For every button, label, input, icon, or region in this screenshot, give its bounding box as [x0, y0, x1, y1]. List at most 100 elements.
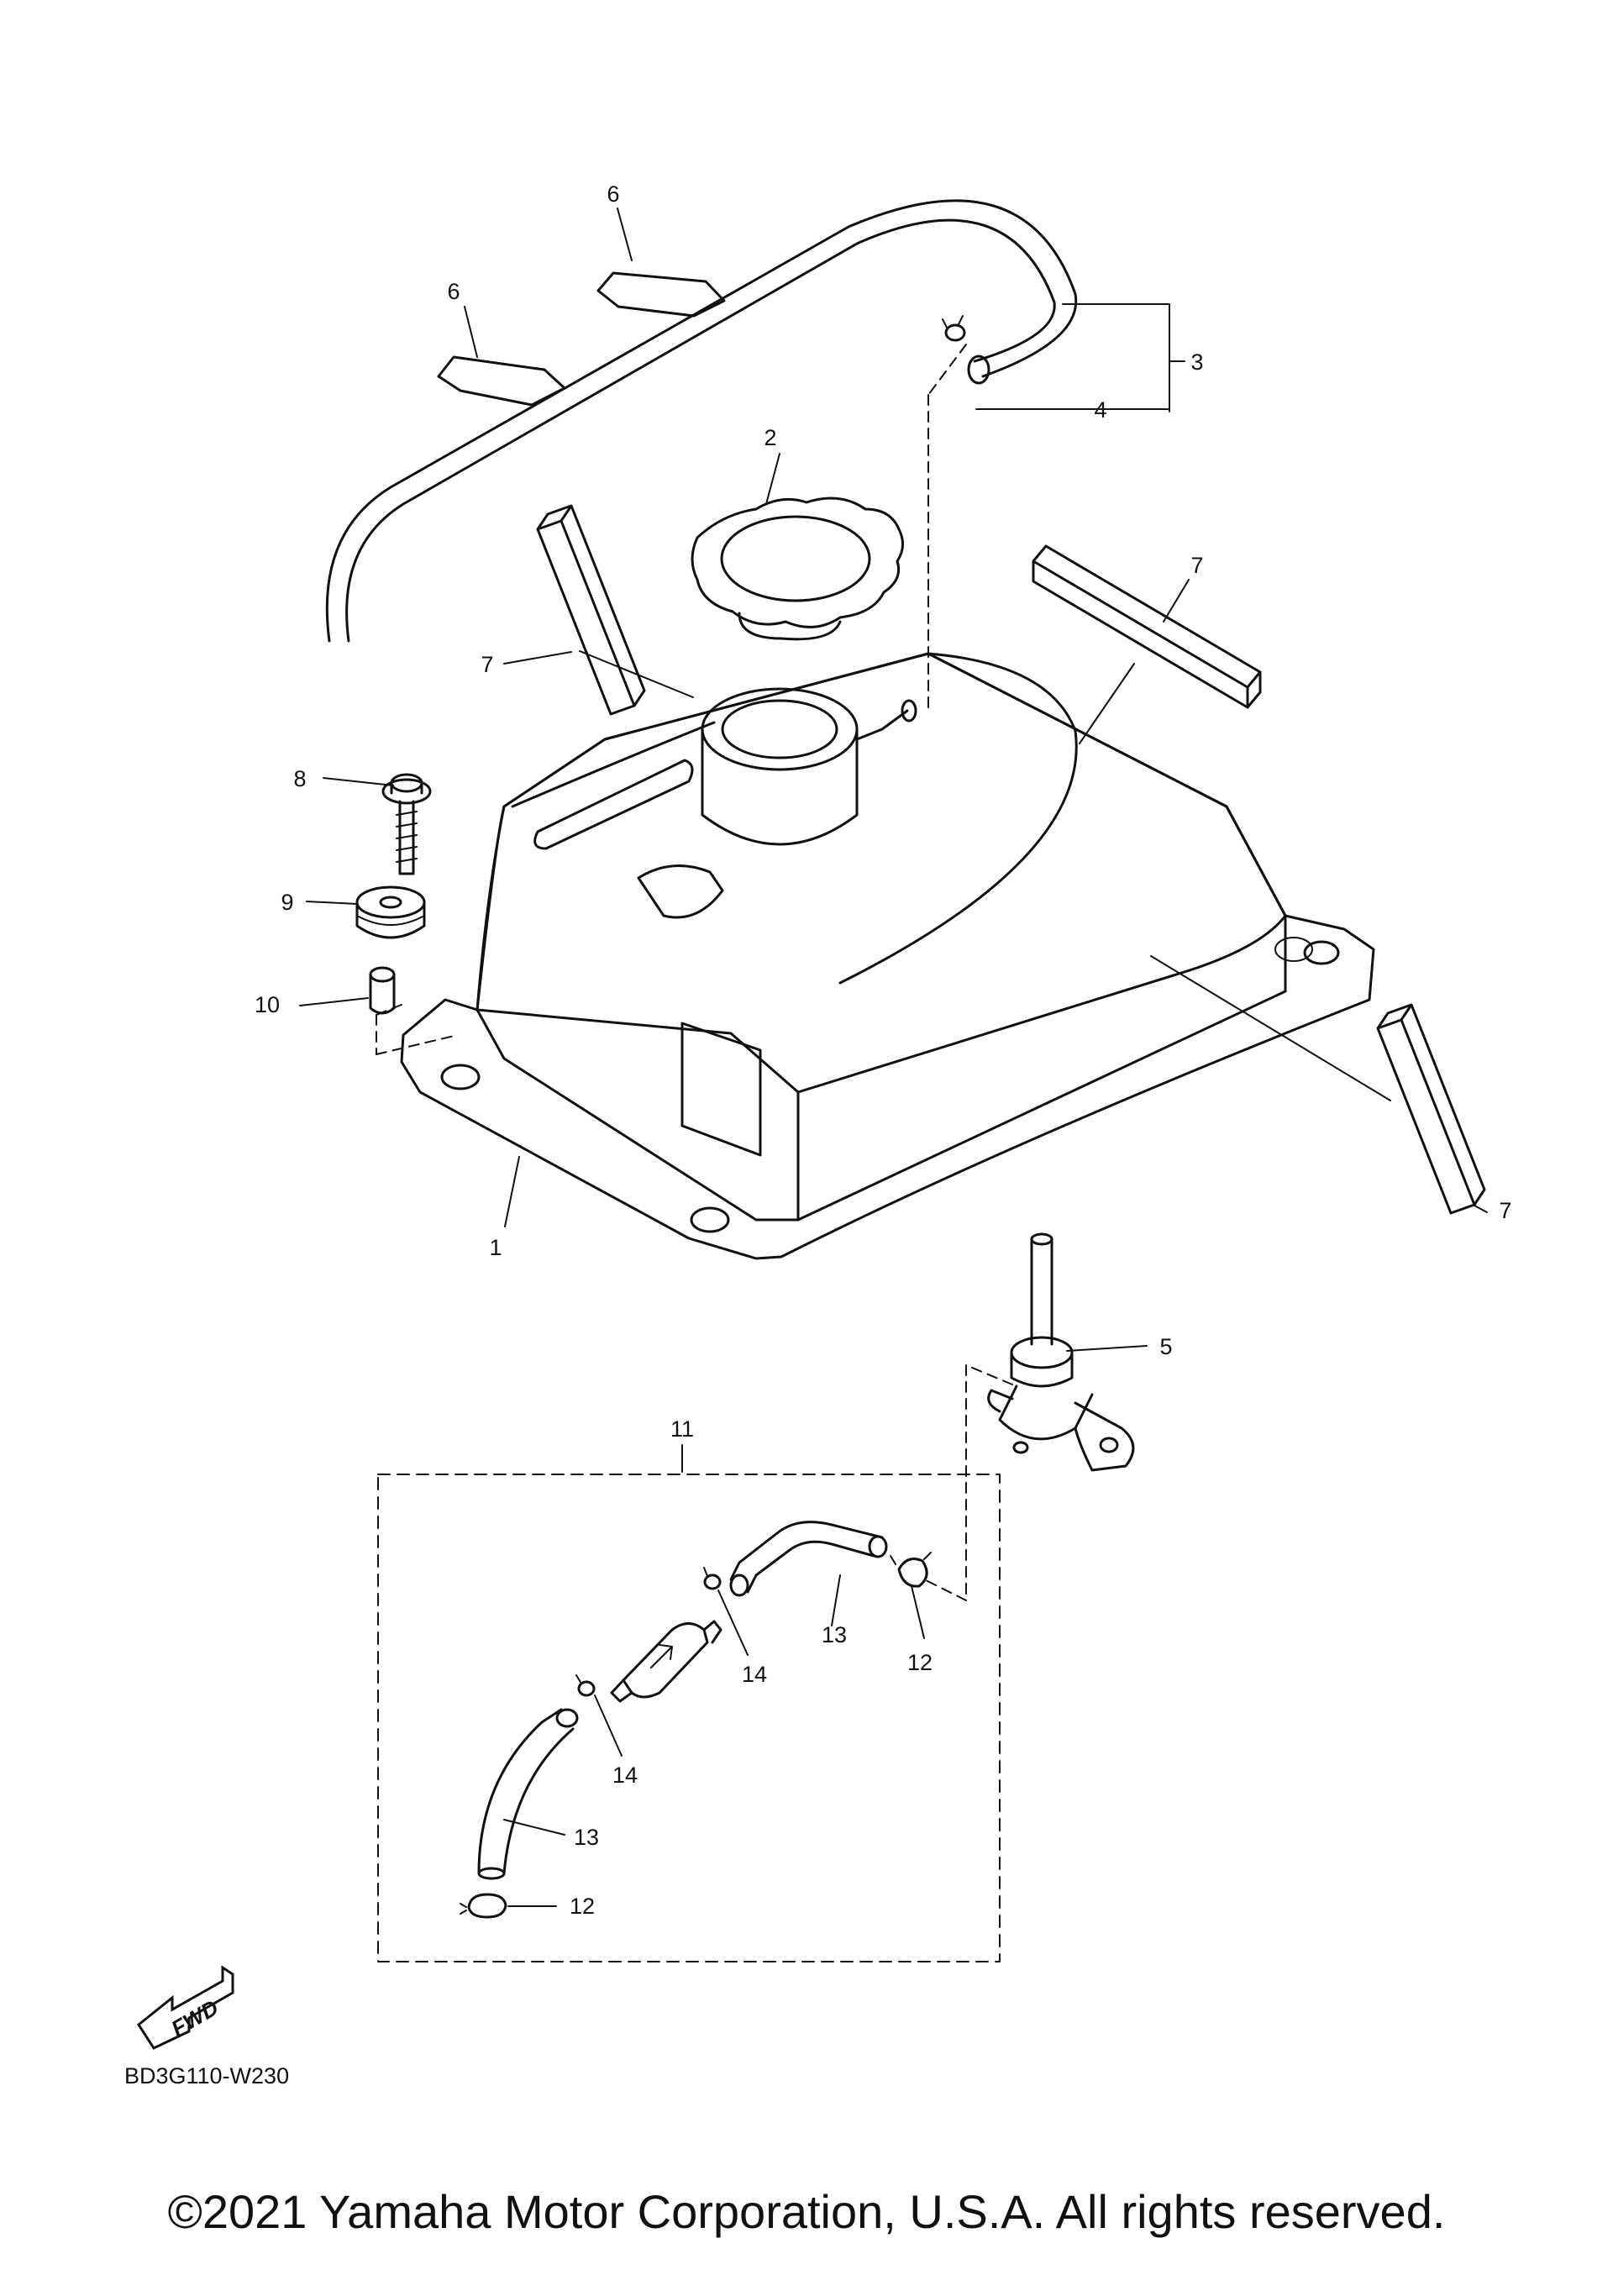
leader-7-left-b [579, 650, 694, 698]
collar-10-top [369, 966, 396, 983]
callout-8: 8 [293, 766, 306, 791]
callout-7: 7 [481, 652, 493, 677]
fuel-hose-13-lower-end [477, 1867, 506, 1880]
fuel-cock-5-tip [1030, 1232, 1053, 1246]
fuel-hose-13-lower-b [502, 1727, 575, 1875]
grommet-9-top [355, 885, 426, 919]
damper-strip-7-left [536, 504, 646, 716]
callout-7: 7 [1499, 1198, 1511, 1223]
bolt-8-flange [381, 778, 432, 805]
callout-3: 3 [1190, 349, 1203, 375]
copyright-notice: ©2021 Yamaha Motor Corporation, U.S.A. A… [167, 2185, 1446, 2238]
callout-6: 6 [447, 279, 460, 304]
breather-hose-outer [345, 218, 1056, 643]
fuel-hose-13-upper-start [729, 1574, 749, 1597]
fuel-hose-13-upper-a [729, 1521, 884, 1581]
leader-7-left [503, 651, 572, 665]
hose-clip-14-lower [577, 1680, 596, 1697]
leader-14-upper [717, 1589, 749, 1656]
fuel-hose-13-lower-a [477, 1708, 563, 1875]
leader-8 [323, 777, 394, 786]
callout-9: 9 [281, 890, 293, 915]
callout-2: 2 [764, 425, 776, 450]
callout-12: 12 [570, 1894, 595, 1919]
filler-neck-wall [701, 728, 859, 846]
breather-nipple-tip [901, 699, 917, 722]
callout-4: 4 [1094, 397, 1106, 423]
leader-13-upper [831, 1574, 841, 1626]
fuel-tank-lower-edge [475, 914, 1287, 1222]
tank-mount-hole-front [690, 1206, 730, 1233]
assembly-line-cock-c [923, 1579, 967, 1601]
hose-clamp-12-upper-tabs [890, 1552, 932, 1565]
callout-7: 7 [1190, 553, 1203, 578]
leader-10 [299, 997, 369, 1006]
fuel-cock-5-stem [1030, 1237, 1053, 1346]
grommet-9-hole [379, 896, 402, 909]
fuel-cock-5-outlet [987, 1389, 1014, 1413]
callout-12: 12 [907, 1650, 933, 1675]
callout-14: 14 [612, 1763, 638, 1788]
fuel-tank-top-contour [838, 652, 1078, 985]
fuel-cock-5-screw [1012, 1441, 1029, 1454]
breather-nipple [855, 709, 909, 741]
assembly-line-clip-4 [927, 344, 967, 396]
hose-clip-4 [944, 323, 966, 342]
assembly-line-cock-a [965, 1364, 1013, 1385]
damper-pad-6-left [437, 355, 566, 407]
fuel-filter-body [622, 1622, 709, 1699]
hose-clip-14-lower-tab [575, 1674, 582, 1684]
fuel-tank-top-recess [533, 759, 694, 850]
fuel-filter-arrow-icon [650, 1644, 673, 1668]
callout-13: 13 [822, 1622, 847, 1647]
callout-11: 11 [670, 1416, 694, 1442]
bolt-8-thread [396, 811, 418, 863]
fwd-arrow-icon: FWD [137, 1965, 234, 2050]
drawing-code: BD3G110-W230 [124, 2063, 289, 2088]
leader-7-right [1474, 1205, 1488, 1213]
callout-5: 5 [1159, 1334, 1172, 1359]
leader-13-lower [503, 1819, 565, 1836]
callout-6: 6 [607, 181, 619, 207]
fuel-filter-kit-boundary [377, 1474, 1001, 1962]
fuel-hose-13-upper-b [746, 1540, 875, 1594]
leader-6-left [464, 306, 478, 358]
fuel-tank-body [475, 652, 1287, 1094]
fuel-tank-small-recess [637, 864, 724, 919]
fuel-cock-5-lever-hole [1099, 1437, 1119, 1453]
fuel-cap [691, 497, 904, 628]
leader-12-upper [911, 1585, 925, 1639]
breather-hose-end [967, 355, 990, 385]
damper-pad-6-right [596, 271, 726, 318]
fuel-cock-5-lever [1074, 1401, 1135, 1472]
hose-clamp-12-lower [467, 1893, 507, 1919]
fuel-cock-5-body [998, 1384, 1094, 1441]
callout-13: 13 [574, 1825, 599, 1850]
leader-5 [1066, 1345, 1148, 1352]
damper-strip-7-right [1376, 1003, 1486, 1215]
hose-clamp-12-upper [897, 1558, 928, 1588]
leader-9 [306, 901, 358, 905]
fuel-cap-underside [738, 612, 842, 641]
fuel-filter-outlet [702, 1620, 722, 1644]
breather-hose-inner [325, 199, 1078, 643]
hose-clamp-12-lower-tabs [460, 1903, 467, 1915]
callout-1: 1 [489, 1235, 502, 1260]
assembly-line-collar-c [376, 1034, 459, 1055]
leader-2 [765, 453, 780, 505]
callout-14: 14 [742, 1662, 767, 1687]
tank-mount-hole-left [440, 1064, 481, 1090]
fuel-hose-13-upper-end [868, 1535, 888, 1558]
grommet-9-body [355, 901, 426, 939]
callout-10: 10 [255, 992, 280, 1017]
leader-1 [504, 1156, 520, 1227]
fuel-filter-inlet [610, 1679, 633, 1703]
leader-7-top-b [1079, 663, 1135, 744]
grommet-9-groove [356, 915, 425, 926]
leader-7-right-b [1150, 955, 1391, 1101]
damper-strip-7-top [1032, 544, 1262, 709]
filler-neck-inner [721, 699, 838, 759]
tank-mount-hole-rear [1274, 937, 1313, 962]
hose-clip-14-upper [703, 1574, 722, 1590]
